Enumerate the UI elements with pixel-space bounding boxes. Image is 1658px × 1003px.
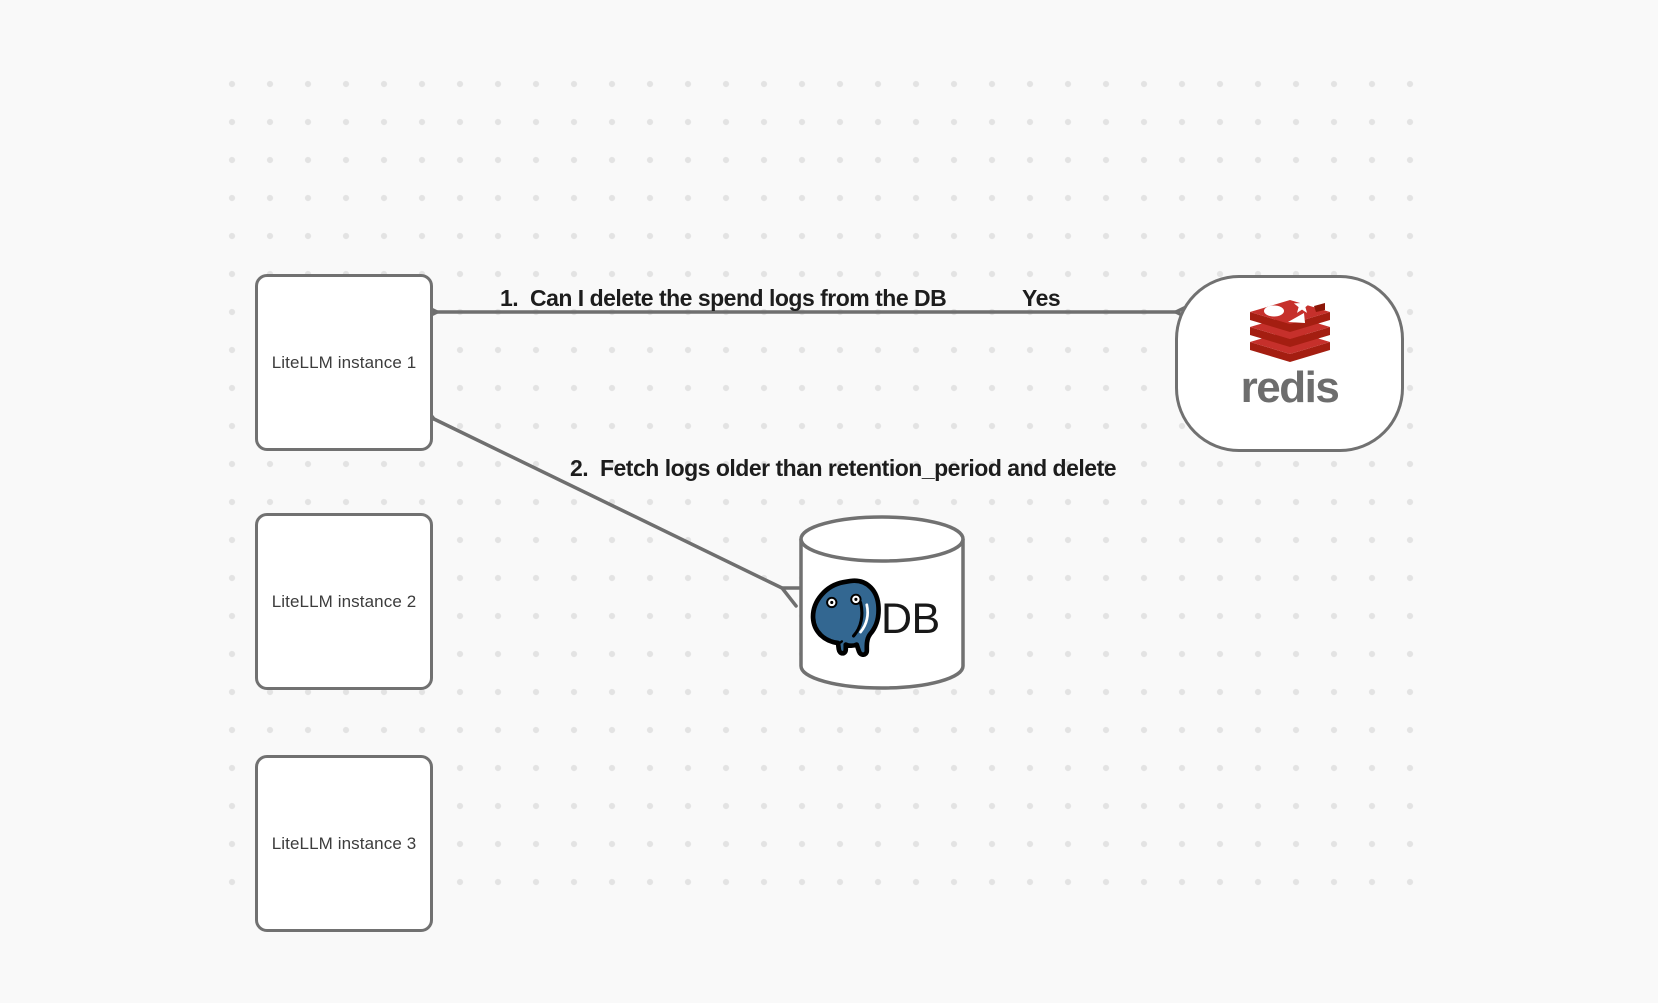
litellm-instance-1-node: LiteLLM instance 1 <box>255 274 433 451</box>
arrow-litellm-to-db <box>434 419 782 588</box>
annotation-step1-answer: Yes <box>1022 285 1061 311</box>
litellm-instance-2-node: LiteLLM instance 2 <box>255 513 433 690</box>
annotation-step2: 2. Fetch logs older than retention_perio… <box>570 455 1117 481</box>
litellm-instance-3-label: LiteLLM instance 3 <box>271 833 417 853</box>
annotation-step1: 1. Can I delete the spend logs from the … <box>500 285 947 311</box>
litellm-instance-3-node: LiteLLM instance 3 <box>255 755 433 932</box>
redis-wordmark: redis <box>1240 363 1340 412</box>
redis-logo-icon <box>1249 297 1330 362</box>
db-label: DB <box>881 595 940 643</box>
postgres-elephant-icon <box>810 578 881 657</box>
redis-node: redis <box>1175 275 1404 452</box>
litellm-instance-1-label: LiteLLM instance 1 <box>271 352 417 372</box>
litellm-instance-2-label: LiteLLM instance 2 <box>271 591 417 611</box>
